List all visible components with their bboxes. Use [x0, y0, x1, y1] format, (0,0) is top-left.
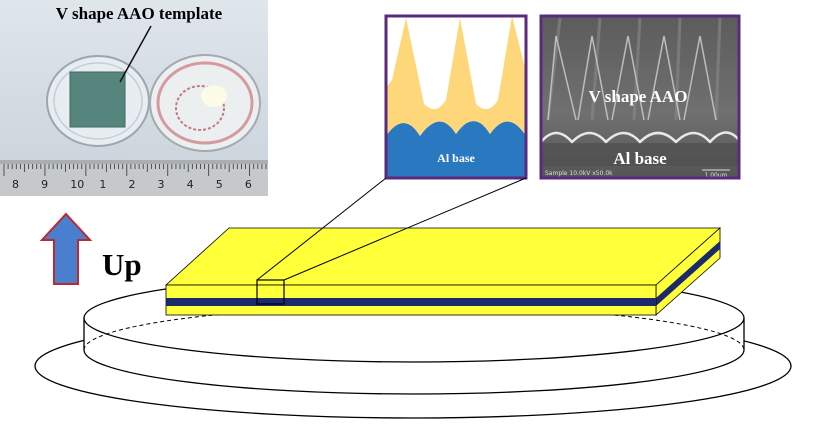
zoom-line-right: [283, 177, 527, 281]
slab-side-stripe: [656, 241, 720, 306]
schematic-inset: Al base: [384, 14, 528, 180]
ruler: 8 9 10 1 2 3 4 5 6: [0, 160, 268, 196]
ruler-number: 5: [216, 178, 223, 191]
ruler-number: 9: [41, 178, 48, 191]
up-arrow-icon: [39, 212, 93, 285]
sem-image: V shape AAO Al base Sample 10.0kV x50.0k…: [539, 14, 741, 180]
sem-interface: [540, 131, 740, 144]
template-photo: V shape AAO template 8 9 10 1 2 3 4 5 6: [0, 0, 268, 196]
ruler-number: 3: [158, 178, 165, 191]
sample-slab: [164, 227, 722, 316]
photo-caption: V shape AAO template: [56, 4, 223, 23]
aao-sample: [69, 71, 126, 128]
sem-base-label: Al base: [613, 149, 667, 168]
zoom-line-left: [256, 177, 387, 281]
ruler-number: 1: [99, 178, 106, 191]
slab-front-stripe: [166, 298, 656, 306]
ruler-number: 8: [12, 178, 19, 191]
sample-holder: [34, 273, 792, 419]
ruler-number: 10: [70, 178, 84, 191]
ruler-number: 4: [187, 178, 194, 191]
sem-aao-label: V shape AAO: [589, 87, 688, 106]
sem-v-pores: [547, 35, 717, 121]
al-base-layer: [386, 121, 526, 178]
up-label: Up: [102, 247, 142, 282]
sem-frame: [539, 14, 741, 180]
ruler-number: 6: [245, 178, 252, 191]
ruler-number: 2: [128, 178, 135, 191]
caption-pointer: [119, 25, 152, 83]
schematic-base-label: Al base: [437, 151, 475, 165]
zoom-selection-box: [256, 279, 285, 305]
v-shaped-aao-layer: [386, 16, 526, 136]
sem-scale-bar: 1.00um: [704, 172, 727, 179]
slab-top-face: [164, 227, 722, 286]
sem-info-bar: Sample 10.0kV x50.0k: [545, 170, 613, 177]
schematic-frame: [384, 14, 528, 180]
